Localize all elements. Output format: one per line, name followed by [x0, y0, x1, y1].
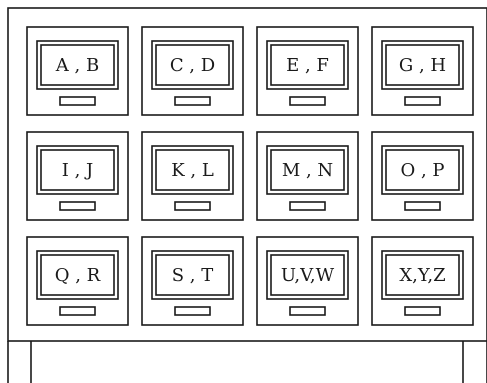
drawer-front [141, 131, 244, 221]
drawer-front [371, 236, 474, 326]
drawer[interactable]: S , T [141, 236, 244, 326]
drawer-pull [174, 306, 211, 316]
drawer-label: I , J [62, 160, 94, 181]
label-holder-inner [40, 44, 115, 86]
drawer-label: U,V,W [281, 265, 335, 286]
drawers-grid: A , B C , D E , F G , H I , J K , L M , N O , P… [26, 26, 474, 326]
label-holder-inner [270, 254, 345, 296]
drawer-label: Q , R [55, 265, 101, 286]
drawer-front [256, 26, 359, 116]
drawer-front [256, 236, 359, 326]
drawer-label: X,Y,Z [399, 265, 445, 286]
drawer-pull [404, 201, 441, 211]
cabinet-leg-right [462, 341, 487, 383]
drawer-front [26, 26, 129, 116]
drawer[interactable]: I , J [26, 131, 129, 221]
drawer-pull [289, 306, 326, 316]
label-holder-inner [155, 149, 230, 191]
drawer[interactable]: Q , R [26, 236, 129, 326]
drawer[interactable]: X,Y,Z [371, 236, 474, 326]
drawer[interactable]: G , H [371, 26, 474, 116]
drawer[interactable]: E , F [256, 26, 359, 116]
label-holder-outer [266, 250, 349, 300]
label-holder-inner [40, 149, 115, 191]
drawer-pull [174, 96, 211, 106]
drawer-front [371, 131, 474, 221]
drawer-pull [289, 201, 326, 211]
label-holder-outer [266, 40, 349, 90]
cabinet-leg-left [7, 341, 32, 383]
label-holder-inner [40, 254, 115, 296]
drawer[interactable]: A , B [26, 26, 129, 116]
drawer-pull [404, 306, 441, 316]
drawer-pull [59, 201, 96, 211]
drawer-pull [174, 201, 211, 211]
label-holder-inner [385, 254, 460, 296]
drawer-label: A , B [55, 55, 99, 76]
label-holder-inner [155, 44, 230, 86]
drawer-label: O , P [400, 160, 444, 181]
drawer[interactable]: O , P [371, 131, 474, 221]
drawer-label: G , H [399, 55, 446, 76]
drawer-label: E , F [286, 55, 329, 76]
drawer-label: C , D [170, 55, 215, 76]
drawer[interactable]: U,V,W [256, 236, 359, 326]
drawer-front [26, 236, 129, 326]
drawer-pull [404, 96, 441, 106]
label-holder-inner [270, 149, 345, 191]
drawer-pull [59, 96, 96, 106]
drawer[interactable]: C , D [141, 26, 244, 116]
label-holder-outer [151, 250, 234, 300]
drawer-label: S , T [172, 265, 214, 286]
label-holder-inner [270, 44, 345, 86]
label-holder-outer [36, 40, 119, 90]
label-holder-outer [36, 145, 119, 195]
drawer-front [141, 26, 244, 116]
drawer-label: M , N [282, 160, 333, 181]
drawer-label: K , L [171, 160, 214, 181]
drawer[interactable]: K , L [141, 131, 244, 221]
drawer[interactable]: M , N [256, 131, 359, 221]
drawer-front [26, 131, 129, 221]
label-holder-outer [151, 145, 234, 195]
label-holder-outer [151, 40, 234, 90]
label-holder-inner [385, 149, 460, 191]
drawer-front [256, 131, 359, 221]
label-holder-outer [381, 145, 464, 195]
drawer-pull [59, 306, 96, 316]
label-holder-outer [36, 250, 119, 300]
label-holder-outer [266, 145, 349, 195]
cabinet-frame [7, 7, 487, 342]
drawer-front [371, 26, 474, 116]
drawer-pull [289, 96, 326, 106]
drawer-front [141, 236, 244, 326]
label-holder-inner [155, 254, 230, 296]
label-holder-outer [381, 40, 464, 90]
label-holder-outer [381, 250, 464, 300]
label-holder-inner [385, 44, 460, 86]
